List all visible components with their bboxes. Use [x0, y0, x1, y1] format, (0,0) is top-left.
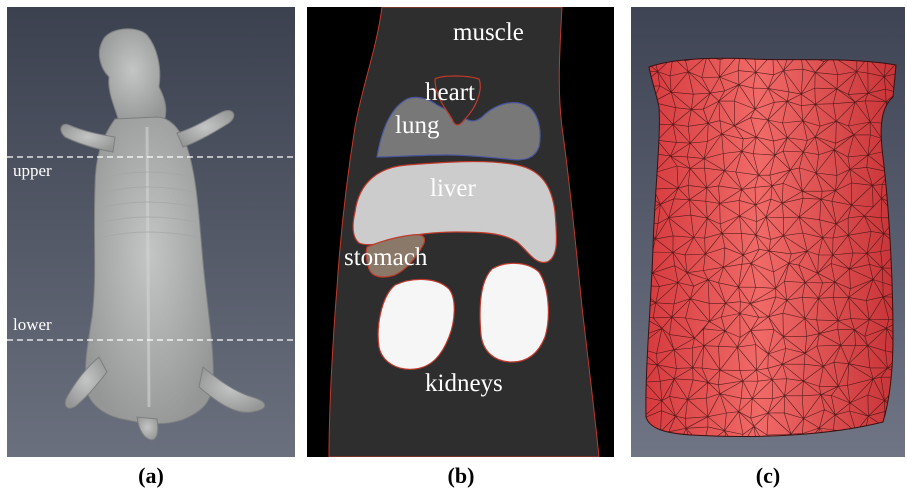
segmentation-panel: muscle heart lung liver stomach kidneys — [307, 7, 614, 457]
liver-label: liver — [430, 175, 476, 203]
mesh-image — [631, 7, 905, 457]
kidney-right — [480, 263, 548, 362]
caption-b: (b) — [421, 463, 501, 489]
ct-volume-image — [7, 7, 295, 457]
kidneys-label: kidneys — [425, 370, 503, 398]
caption-c: (c) — [728, 463, 808, 489]
muscle-label: muscle — [453, 19, 524, 47]
ct-volume-panel: upper lower — [7, 7, 295, 457]
upper-label: upper — [13, 161, 52, 181]
heart-label: heart — [425, 79, 475, 107]
mesh-panel — [631, 7, 905, 457]
stomach-label: stomach — [344, 244, 427, 272]
lung-label: lung — [395, 112, 439, 140]
caption-a: (a) — [111, 463, 191, 489]
spine — [147, 127, 149, 407]
lower-label: lower — [13, 315, 52, 335]
